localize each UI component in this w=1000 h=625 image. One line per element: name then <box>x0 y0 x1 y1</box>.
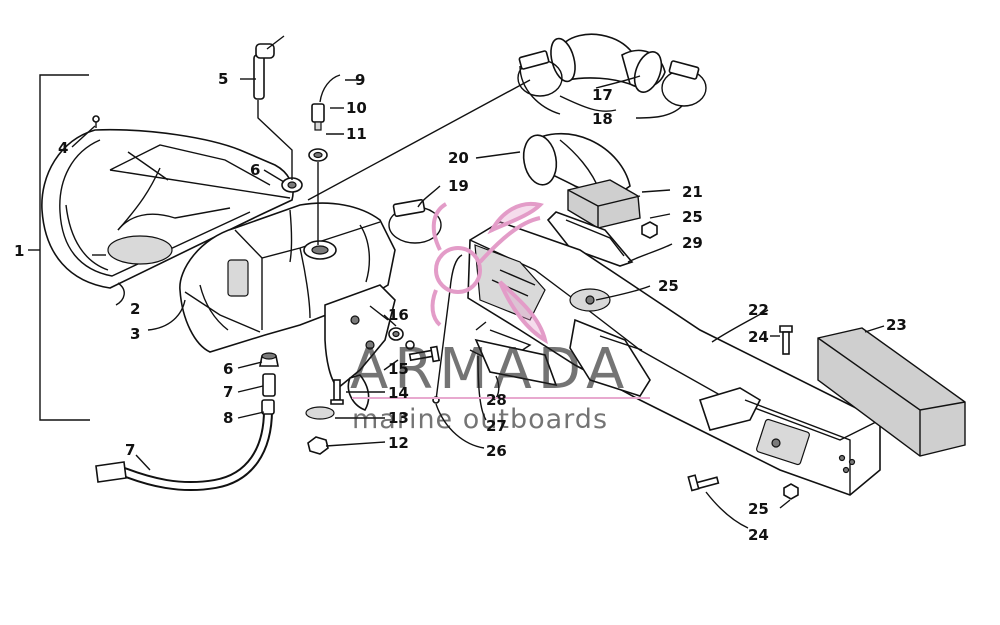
airbox-cover-part <box>41 128 294 289</box>
retainer-plate-29-part <box>546 211 634 267</box>
mounting-bracket-part <box>324 284 396 411</box>
fitting-7-upper-part <box>262 373 276 397</box>
callout-2: 2 <box>130 300 140 318</box>
bracket-item-1 <box>28 74 90 421</box>
callout-9: 9 <box>355 71 365 89</box>
callout-22: 22 <box>748 301 769 319</box>
callout-21: 21 <box>682 183 703 201</box>
watermark-logo-icon <box>430 201 548 345</box>
leader-lines <box>71 65 885 529</box>
elbow-fitting-5-part <box>253 43 275 100</box>
grommet-6-upper-part <box>281 177 303 193</box>
callout-14: 14 <box>388 384 409 402</box>
nut-16-part <box>388 327 415 350</box>
screw-24-upper-part <box>779 325 793 355</box>
callout-20: 20 <box>448 149 469 167</box>
callout-25-lower: 25 <box>748 500 769 518</box>
callout-28: 28 <box>486 391 507 409</box>
washer-13-part <box>305 406 335 420</box>
grommet-11-part <box>308 148 328 162</box>
intake-silencer-22-part <box>467 221 881 496</box>
callout-11: 11 <box>346 125 367 143</box>
callout-10: 10 <box>346 99 367 117</box>
callout-23: 23 <box>886 316 907 334</box>
duct-boot-17-part <box>550 33 666 93</box>
sensor-10-part <box>311 74 341 131</box>
callout-3: 3 <box>130 325 140 343</box>
screw-4-part <box>92 115 100 128</box>
hose-clamp-18-right-part <box>661 60 707 107</box>
callout-26: 26 <box>486 442 507 460</box>
callout-6-upper: 6 <box>250 161 260 179</box>
nut-25-upper-part <box>641 221 658 239</box>
callout-4: 4 <box>58 139 68 157</box>
callout-7-lower: 7 <box>125 441 135 459</box>
hose-clamp-19-part <box>388 199 442 244</box>
nut-12-part <box>307 436 329 455</box>
callout-25-upper: 25 <box>682 208 703 226</box>
filter-pad-21-part <box>567 179 641 229</box>
callout-29: 29 <box>682 234 703 252</box>
bolt-14-part <box>330 379 344 405</box>
bolt-15-part <box>408 345 441 363</box>
screw-24-lower-part <box>687 474 720 492</box>
callout-8: 8 <box>223 409 233 427</box>
callout-17: 17 <box>592 86 613 104</box>
drain-hose-8-part <box>119 399 275 492</box>
callout-24-lower: 24 <box>748 526 769 544</box>
watermark: ARMADA marine outboards <box>350 201 650 435</box>
callout-13: 13 <box>388 409 409 427</box>
foam-filter-23-part <box>817 327 966 457</box>
fitting-7-lower-part <box>95 461 127 483</box>
callout-27: 27 <box>486 417 507 435</box>
vent-hose-9-part <box>266 31 432 131</box>
watermark-subtitle: marine outboards <box>352 404 608 435</box>
callout-18: 18 <box>592 110 613 128</box>
callout-25-middle: 25 <box>658 277 679 295</box>
bracket-28-part <box>474 321 558 387</box>
callout-1: 1 <box>14 242 24 260</box>
callout-6-lower: 6 <box>223 360 233 378</box>
callout-19: 19 <box>448 177 469 195</box>
callout-labels: 1 2 3 4 5 6 6 7 7 8 9 10 11 12 13 14 15 … <box>14 70 907 544</box>
hose-clamp-18-left-part <box>517 50 563 97</box>
callout-15: 15 <box>388 360 409 378</box>
airbox-base-part <box>179 202 396 353</box>
callout-24-upper: 24 <box>748 328 769 346</box>
nut-25-lower-part <box>783 483 799 500</box>
callout-7-upper: 7 <box>223 383 233 401</box>
watermark-title: ARMADA <box>350 337 630 402</box>
callout-5: 5 <box>218 70 228 88</box>
grommet-6-lower-part <box>259 352 279 367</box>
callout-12: 12 <box>388 434 409 452</box>
callout-16: 16 <box>388 306 409 324</box>
